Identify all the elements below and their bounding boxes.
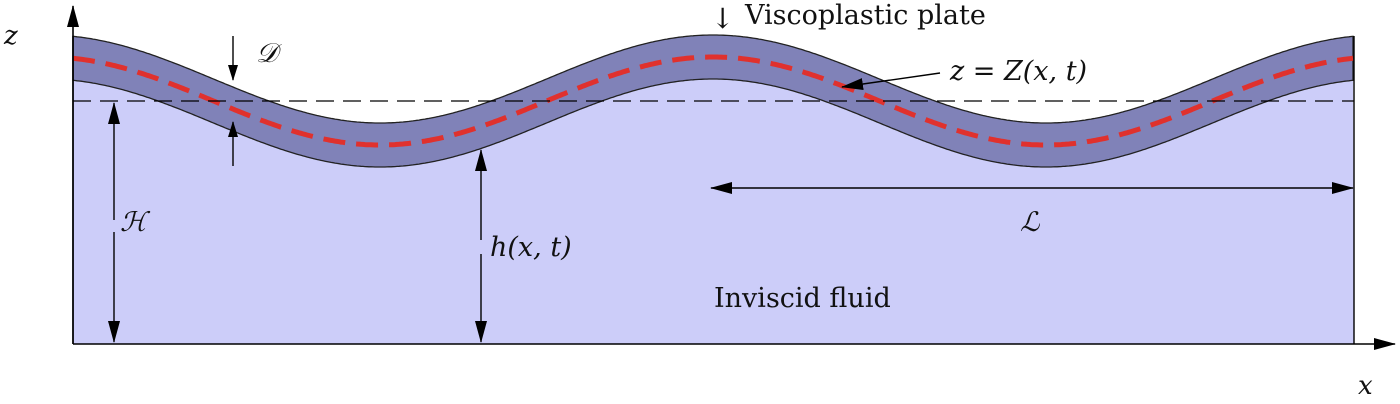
wavelength-label: ℒ	[1020, 207, 1040, 238]
fluid-label: Inviscid fluid	[714, 283, 891, 314]
plate-midline	[72, 54, 1354, 148]
midline-label: z = Z(x, t)	[949, 56, 1087, 87]
x-axis-label: x	[1358, 371, 1373, 401]
plate-band	[72, 34, 1354, 168]
local-depth-label: h(x, t)	[490, 232, 572, 263]
plate-label: Viscoplastic plate	[744, 0, 986, 31]
mean-depth-label: ℋ	[120, 207, 151, 238]
z-axis-label: z	[3, 21, 18, 51]
plate-arrow-glyph: ↓	[711, 2, 734, 35]
plate-thickness-label: 𝒟	[256, 38, 282, 69]
fluid-region	[73, 79, 1354, 344]
midline-pointer	[841, 72, 941, 90]
